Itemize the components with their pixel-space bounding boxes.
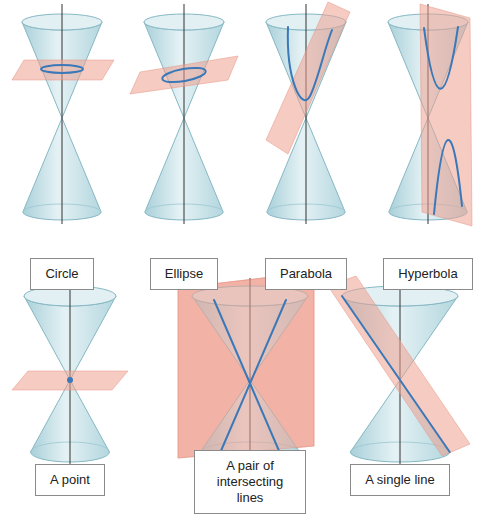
cutting-plane bbox=[266, 2, 350, 154]
circle-curve bbox=[41, 65, 83, 73]
point-dot bbox=[67, 377, 73, 383]
label-text: Ellipse bbox=[165, 266, 203, 282]
label-box: A single line bbox=[350, 464, 449, 496]
tangent-line bbox=[342, 296, 450, 452]
label-text: A point bbox=[50, 472, 90, 488]
label-box: A point bbox=[35, 464, 105, 496]
label-text: Hyperbola bbox=[398, 266, 457, 282]
cutting-plane bbox=[12, 60, 114, 80]
cutting-plane bbox=[178, 272, 314, 458]
label-box: Circle bbox=[30, 258, 93, 290]
label-box: Parabola bbox=[265, 258, 347, 290]
parabola-figure bbox=[266, 2, 350, 224]
label-text: A pair of intersecting lines bbox=[209, 458, 291, 506]
ellipse-figure bbox=[130, 4, 238, 224]
intersecting-line bbox=[219, 300, 286, 455]
circle-figure bbox=[12, 4, 114, 224]
label-text: Parabola bbox=[280, 266, 332, 282]
intersecting-line bbox=[214, 300, 281, 455]
label-box: Hyperbola bbox=[383, 258, 472, 290]
parabola-curve bbox=[288, 27, 332, 100]
cone-axis bbox=[184, 4, 185, 224]
cutting-plane bbox=[130, 56, 238, 94]
label-text: Circle bbox=[45, 266, 78, 282]
hyperbola-upper-branch bbox=[424, 27, 458, 89]
point-figure bbox=[12, 278, 128, 464]
ellipse-curve bbox=[161, 65, 206, 84]
label-box: Ellipse bbox=[150, 258, 218, 290]
line-pair-figure bbox=[178, 272, 314, 464]
cutting-plane bbox=[328, 276, 470, 456]
cone-axis bbox=[62, 4, 63, 224]
hyperbola-figure bbox=[388, 4, 472, 226]
label-text: A single line bbox=[365, 472, 434, 488]
cutting-plane bbox=[12, 371, 128, 390]
single-line-figure bbox=[328, 276, 470, 464]
cutting-plane bbox=[178, 272, 314, 458]
cutting-plane bbox=[420, 4, 472, 226]
label-box: A pair of intersecting lines bbox=[194, 450, 306, 514]
hyperbola-lower-branch bbox=[434, 140, 462, 214]
